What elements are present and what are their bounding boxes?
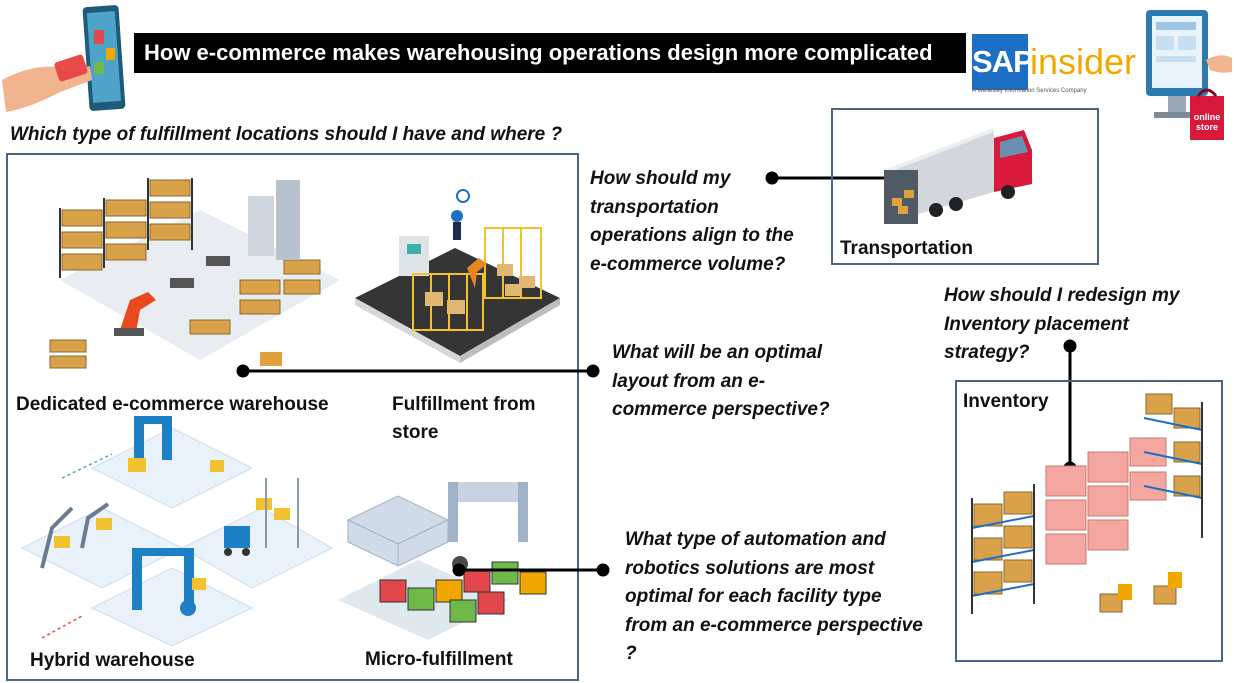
logo-tagline: A Wellesley Information Services Company xyxy=(972,88,1087,94)
dedicated-warehouse-illustration xyxy=(49,178,340,369)
question-fulfillment-locations: Which type of fulfillment locations shou… xyxy=(10,124,563,145)
label-hybrid-warehouse: Hybrid warehouse xyxy=(30,650,195,671)
question-automation-line-1: What type of automation and xyxy=(625,529,886,550)
question-automation: What type of automation and robotics sol… xyxy=(625,526,923,669)
question-layout-line-1: What will be an optimal xyxy=(612,342,823,363)
question-transportation: How should my transportation operations … xyxy=(590,165,794,279)
page-title: How e-commerce makes warehousing operati… xyxy=(134,33,966,73)
question-transportation-line-1: How should my xyxy=(590,168,731,189)
question-transportation-line-4: e-commerce volume? xyxy=(590,253,786,275)
question-inventory-line-1: How should I redesign my xyxy=(944,285,1180,306)
hybrid-warehouse-illustration xyxy=(20,416,334,647)
label-fulfillment-from-store: Fulfillment from store xyxy=(392,391,536,447)
question-layout-line-2: layout from an e- xyxy=(612,370,766,392)
question-inventory: How should I redesign my Inventory place… xyxy=(944,282,1179,368)
insider-logo-text: insider xyxy=(1030,41,1137,82)
label-fulfillment-line-1: Fulfillment from xyxy=(392,394,536,415)
tablet-shopping-illustration xyxy=(2,5,126,112)
computer-shopping-illustration xyxy=(1146,10,1232,140)
inventory-racks-illustration xyxy=(971,393,1203,614)
question-transportation-line-3: operations align to the xyxy=(590,225,794,246)
sap-logo: SAP xyxy=(972,34,1034,90)
label-dedicated-warehouse: Dedicated e-commerce warehouse xyxy=(16,394,329,415)
label-fulfillment-line-2: store xyxy=(392,422,439,443)
inventory-frame xyxy=(955,380,1223,662)
online-store-sign: online store xyxy=(1193,112,1221,132)
question-automation-line-3: optimal for each facility type xyxy=(625,586,882,607)
question-automation-line-2: robotics solutions are most xyxy=(625,557,875,579)
micro-fulfillment-illustration xyxy=(338,482,547,640)
label-micro-fulfillment: Micro-fulfillment xyxy=(365,649,513,670)
store-fulfillment-illustration xyxy=(355,189,560,363)
question-layout: What will be an optimal layout from an e… xyxy=(612,339,830,425)
question-inventory-line-3: strategy? xyxy=(944,342,1030,363)
question-automation-line-4: from an e-commerce perspective xyxy=(625,614,923,636)
question-layout-line-3: commerce perspective? xyxy=(612,399,830,420)
transportation-frame xyxy=(831,108,1099,265)
fulfillment-locations-frame xyxy=(6,153,579,681)
question-inventory-line-2: Inventory placement xyxy=(944,313,1129,335)
question-automation-line-5: ? xyxy=(625,643,637,664)
label-inventory: Inventory xyxy=(963,391,1049,412)
question-transportation-line-2: transportation xyxy=(590,196,719,218)
label-transportation: Transportation xyxy=(840,238,974,259)
truck-illustration xyxy=(884,128,1032,224)
